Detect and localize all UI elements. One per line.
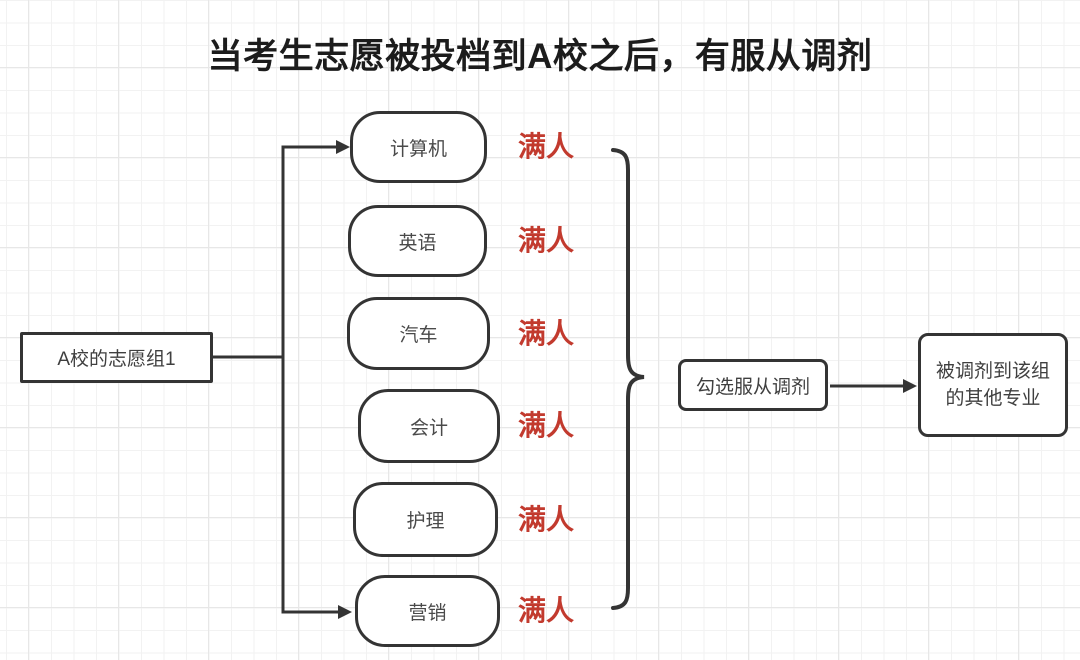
- status-label-full: 满人: [518, 225, 575, 256]
- arrowhead-result: [903, 379, 917, 393]
- status-label-full: 满人: [518, 410, 575, 441]
- result-box-line2: 的其他专业: [945, 388, 1041, 409]
- result-box: 被调剂到该组 的其他专业: [918, 333, 1068, 437]
- group-box-label: A校的志愿组1: [57, 349, 176, 370]
- action-box-label: 勾选服从调剂: [695, 376, 810, 398]
- major-node-marketing: 营销: [355, 575, 500, 647]
- curly-brace: [611, 148, 645, 610]
- group-box: A校的志愿组1: [20, 332, 213, 383]
- major-node-computer: 计算机: [350, 111, 487, 183]
- arrowhead-marketing: [338, 605, 352, 619]
- major-node-english: 英语: [348, 205, 487, 277]
- major-label: 护理: [406, 511, 445, 532]
- diagram-title: 当考生志愿被投档到A校之后，有服从调剂: [207, 37, 873, 76]
- connector-group-to-marketing: [281, 357, 339, 614]
- action-box: 勾选服从调剂: [678, 359, 828, 411]
- major-label: 会计: [409, 417, 448, 439]
- result-box-line1: 被调剂到该组: [935, 361, 1050, 382]
- major-label: 营销: [408, 602, 447, 624]
- major-node-automobile: 汽车: [347, 297, 490, 370]
- major-label: 汽车: [399, 325, 438, 346]
- major-label: 计算机: [389, 138, 447, 160]
- connector-group-to-computer: [213, 145, 337, 359]
- major-label: 英语: [398, 232, 437, 254]
- major-node-nursing: 护理: [353, 482, 498, 557]
- status-label-full: 满人: [518, 504, 575, 535]
- status-label-full: 满人: [518, 131, 575, 162]
- arrowhead-computer: [336, 140, 350, 154]
- status-label-full: 满人: [518, 595, 575, 626]
- status-label-full: 满人: [518, 318, 575, 349]
- major-node-accounting: 会计: [358, 389, 500, 463]
